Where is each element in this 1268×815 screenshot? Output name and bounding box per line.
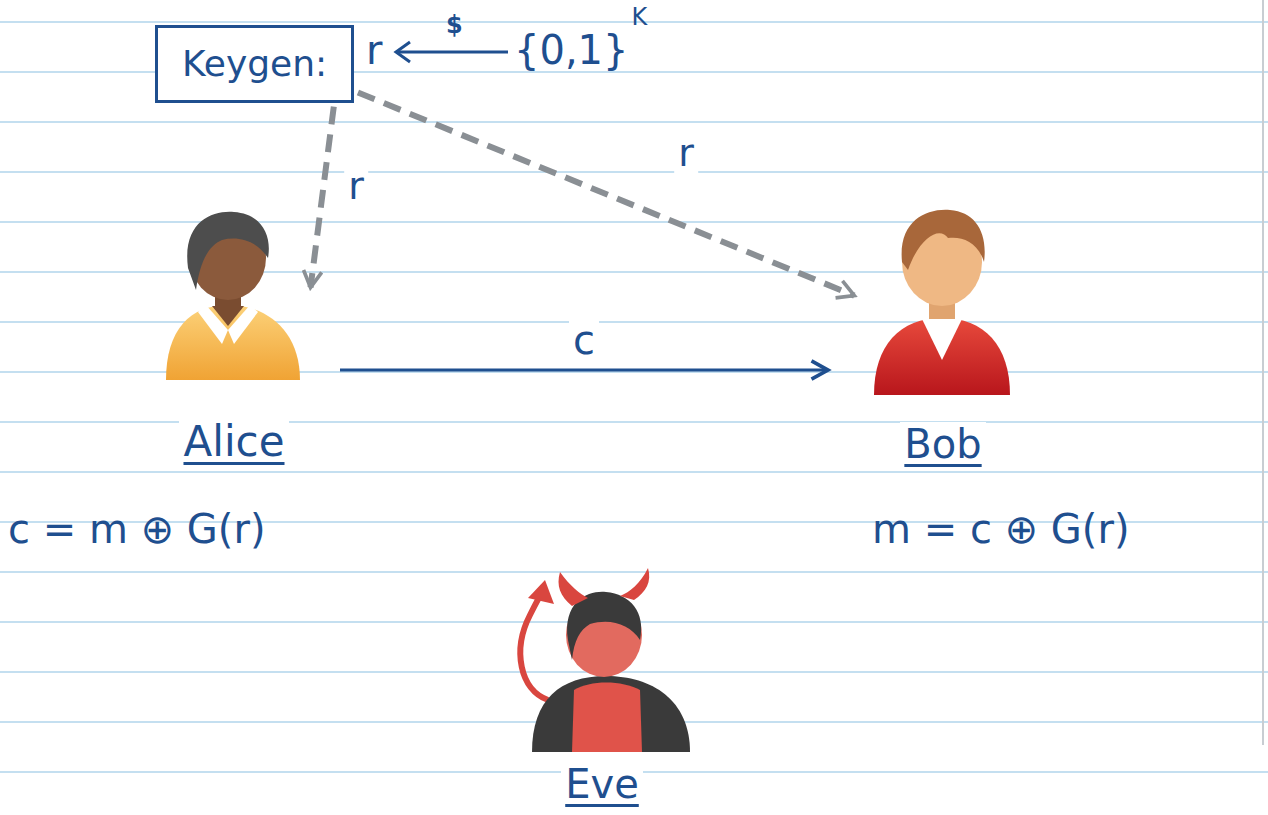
bob-figure — [874, 210, 1010, 395]
alice-figure — [228, 305, 258, 344]
encrypt-formula: c = m ⊕ G(r) — [8, 507, 266, 551]
person-node: Alice — [158, 205, 310, 467]
eve-figure — [532, 676, 690, 752]
edge-label: r — [344, 166, 368, 208]
key-space: {0,1} — [514, 28, 629, 72]
alice-figure — [166, 212, 300, 380]
edge-label: c — [569, 318, 599, 362]
eve-figure — [520, 568, 690, 752]
bob-figure — [902, 210, 985, 270]
key-length: K — [632, 4, 648, 30]
alice-figure — [198, 305, 228, 344]
person-node: Bob — [858, 213, 1028, 468]
key-distribution-arrow — [311, 107, 334, 288]
key-variable: r — [366, 28, 382, 72]
eve-figure — [559, 572, 589, 606]
eve-figure — [572, 683, 642, 753]
keygen-box: Keygen: — [155, 25, 354, 103]
bob-figure — [922, 319, 962, 360]
person-name: Bob — [900, 422, 985, 466]
alice-figure — [187, 212, 269, 290]
eve-figure — [528, 580, 554, 604]
bob-figure — [874, 318, 1010, 395]
person-name: Eve — [561, 762, 643, 806]
sample-arrow — [398, 51, 508, 54]
sample-arrow — [396, 42, 508, 62]
eve-figure — [620, 568, 649, 600]
page-edge — [1262, 0, 1264, 745]
person-name: Alice — [179, 419, 288, 465]
decrypt-formula: m = c ⊕ G(r) — [872, 507, 1130, 551]
alice-figure — [166, 305, 300, 380]
person-node: Eve — [512, 566, 692, 808]
box-title: Keygen: — [182, 44, 327, 84]
eve-figure — [520, 592, 548, 700]
random-sample-mark: $ — [446, 12, 463, 38]
key-distribution-arrow — [358, 92, 854, 295]
ciphertext-arrow — [340, 369, 828, 372]
edge-label: r — [674, 133, 698, 175]
sample-arrow — [396, 42, 410, 62]
